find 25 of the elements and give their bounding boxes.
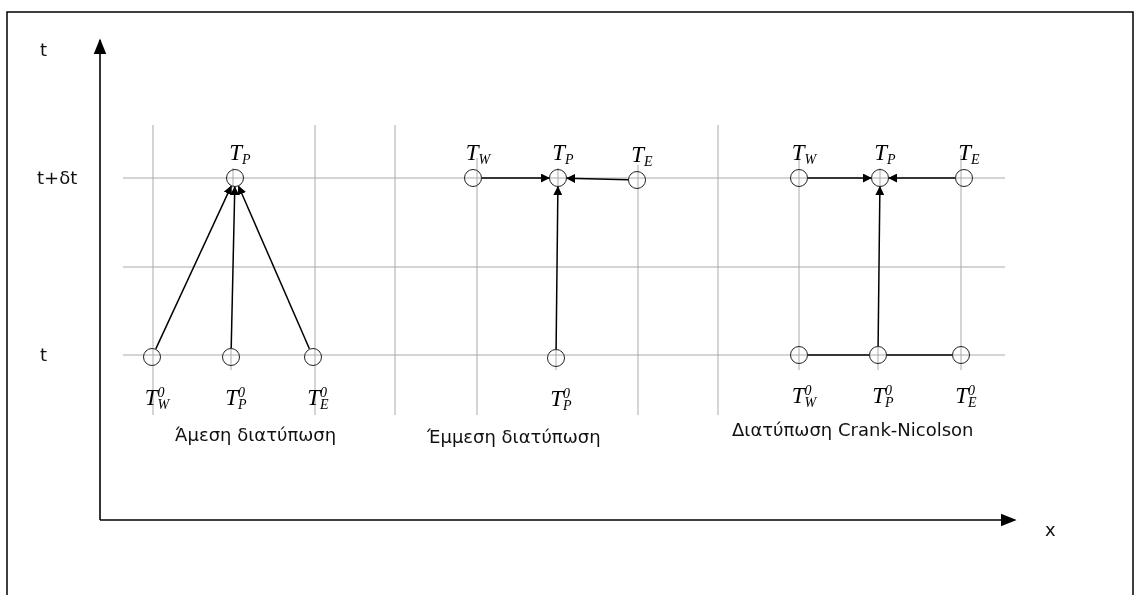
arrow — [888, 173, 956, 183]
axis-label: t — [40, 345, 48, 365]
temperature-label: T$_{W}$ — [465, 141, 491, 168]
connector-line — [807, 354, 870, 356]
arrow — [237, 185, 311, 350]
temperature-label: T$_{P}$ — [552, 141, 574, 168]
axis-label: x — [1045, 520, 1056, 540]
temperature-label: T$_{E}$ — [958, 141, 980, 168]
arrow — [875, 186, 885, 347]
arrow — [807, 173, 872, 183]
temperature-label: T$_{P}$ — [874, 141, 896, 168]
temperature-label: T$_{P}$ — [229, 141, 251, 168]
axis-label: t+δt — [37, 168, 78, 188]
connector-line — [886, 354, 953, 356]
arrow — [566, 173, 629, 183]
temperature-label: T$_{W}$ — [791, 141, 817, 168]
scheme-caption: Έμμεση διατύπωση — [427, 427, 601, 447]
arrow — [155, 185, 232, 350]
arrow — [481, 173, 550, 183]
scheme-caption: Άμεση διατύπωση — [175, 425, 337, 445]
arrow — [230, 186, 240, 349]
axis-label: t — [40, 40, 48, 60]
arrow — [553, 186, 563, 350]
scheme-caption: Διατύπωση Crank-Nicolson — [732, 420, 974, 440]
temperature-label: T$_{E}$ — [631, 143, 653, 170]
